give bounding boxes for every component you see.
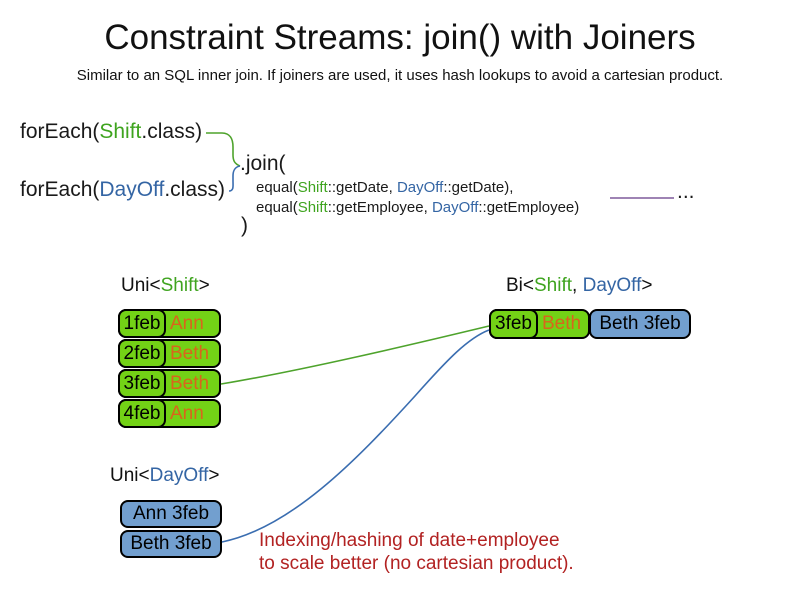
dayoff-row-ann-3feb: Ann 3feb — [120, 500, 222, 528]
bi-row-dayoff-part: Beth 3feb — [589, 309, 691, 339]
dayoff-class-token: DayOff — [396, 179, 444, 196]
label-text: Uni< — [110, 465, 150, 486]
shift-class-token: Shift — [99, 120, 142, 143]
page-title: Constraint Streams: join() with Joiners — [104, 18, 696, 57]
code-text: ::getDate), — [443, 179, 514, 196]
code-text: .class) — [141, 120, 203, 143]
code-equal-employee: equal(Shift::getEmployee, DayOff::getEmp… — [256, 199, 579, 216]
label-text: Uni< — [121, 275, 161, 296]
label-text: Bi< — [506, 275, 534, 296]
dayoff-class-token: DayOff — [99, 178, 165, 201]
shift-row-2feb-beth: 2feb Beth — [118, 339, 221, 368]
bi-shift-dayoff-label: Bi<Shift, DayOff> — [506, 275, 652, 297]
dayoff-row-beth-3feb: Beth 3feb — [120, 530, 222, 558]
code-foreach-shift: forEach(Shift.class) — [20, 120, 202, 144]
code-join-close: ) — [241, 214, 248, 237]
indexing-note-line2: to scale better (no cartesian product). — [259, 553, 574, 574]
dayoff-class-token: DayOff — [431, 199, 479, 216]
shift-employee-cell: Beth — [170, 342, 210, 364]
code-equal-date: equal(Shift::getDate, DayOff::getDate), — [256, 179, 513, 196]
shift-row-4feb-ann: 4feb Ann — [118, 399, 221, 428]
bi-employee-cell: Beth — [542, 313, 582, 334]
shift-class-token: Shift — [297, 179, 328, 196]
shift-date-cell: 1feb — [118, 309, 166, 338]
code-text: forEach( — [20, 178, 100, 201]
brace-shift-to-join-line — [206, 132, 241, 167]
shift-employee-cell: Beth — [170, 372, 210, 394]
code-text: ::getEmployee) — [478, 199, 580, 216]
uni-dayoff-label: Uni<DayOff> — [110, 465, 220, 487]
code-text: .class) — [164, 178, 226, 201]
indexing-note: Indexing/hashing of date+employee to sca… — [259, 529, 574, 575]
shift-class-token: Shift — [297, 199, 328, 216]
brace-dayoff-to-join-line — [228, 165, 241, 192]
shift-class-token: Shift — [160, 275, 199, 296]
indexing-note-line1: Indexing/hashing of date+employee — [259, 530, 560, 551]
code-foreach-dayoff: forEach(DayOff.class) — [20, 178, 225, 202]
label-text: > — [198, 275, 210, 296]
shift-class-token: Shift — [534, 275, 573, 296]
dayoff-class-token: DayOff — [582, 275, 642, 296]
shift-row-1feb-ann: 1feb Ann — [118, 309, 221, 338]
shift-date-cell: 3feb — [118, 369, 166, 398]
shift-date-cell: 2feb — [118, 339, 166, 368]
shift-row-3feb-beth: 3feb Beth — [118, 369, 221, 398]
label-text: > — [208, 465, 220, 486]
uni-shift-label: Uni<Shift> — [121, 275, 210, 297]
more-joiners-ellipsis: ... — [677, 180, 695, 203]
shift-match-connector-line — [220, 325, 490, 385]
code-text: ::getEmployee, — [327, 199, 432, 216]
shift-employee-cell: Ann — [170, 312, 204, 334]
code-text: ::getDate, — [327, 179, 397, 196]
subtitle: Similar to an SQL inner join. If joiners… — [76, 67, 724, 84]
shift-date-cell: 4feb — [118, 399, 166, 428]
code-text: equal( — [256, 199, 298, 216]
label-text: > — [641, 275, 653, 296]
code-text: equal( — [256, 179, 298, 196]
dayoff-match-connector-line — [221, 329, 490, 543]
bi-date-cell: 3feb — [489, 309, 538, 339]
dayoff-class-token: DayOff — [149, 465, 209, 486]
label-text: , — [572, 275, 583, 296]
bi-row-shift-part: 3feb Beth — [489, 309, 590, 339]
code-join-open: .join( — [240, 152, 286, 175]
shift-employee-cell: Ann — [170, 402, 204, 424]
code-text: forEach( — [20, 120, 100, 143]
